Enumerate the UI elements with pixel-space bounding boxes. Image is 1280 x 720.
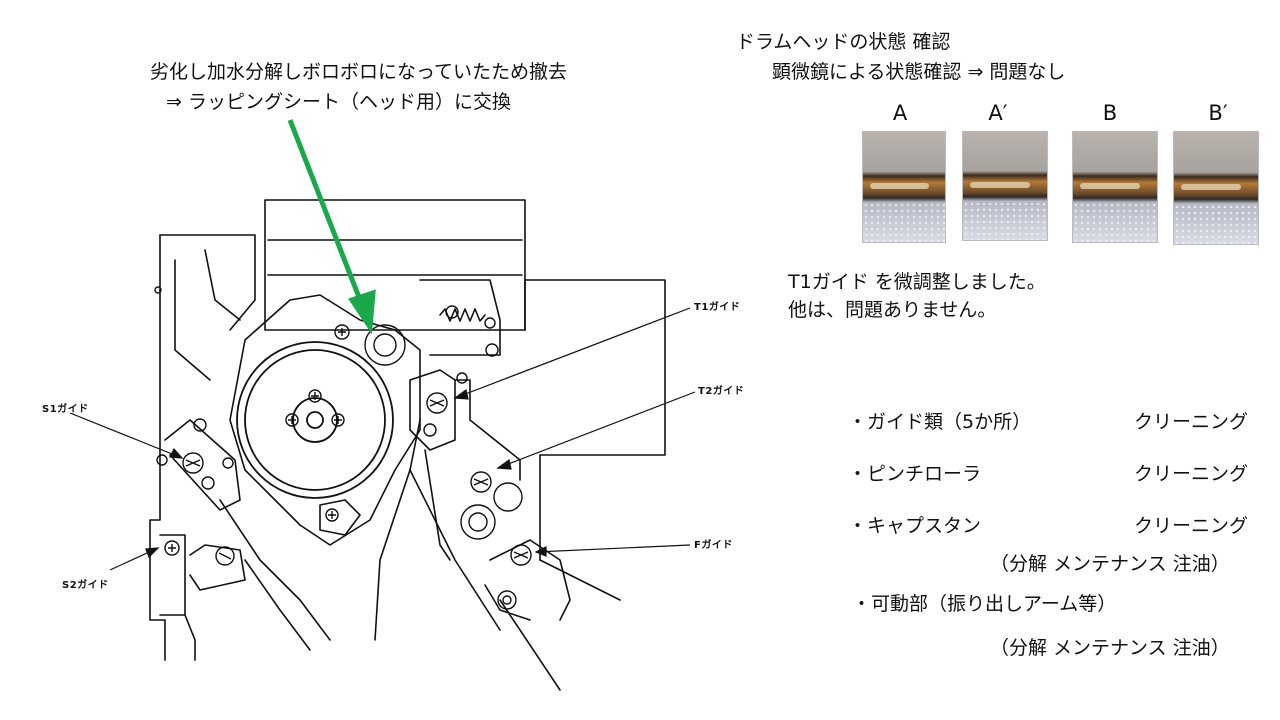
maint-item-capstan: ・キャプスタン bbox=[848, 515, 982, 537]
maint-item-pinch-roller: ・ピンチローラ bbox=[848, 463, 982, 485]
label-s2-guide: S2ガイド bbox=[62, 580, 109, 591]
maint-action-guides: クリーニング bbox=[1134, 411, 1249, 433]
microscope-photo-a-prime bbox=[962, 131, 1048, 241]
maint-action-capstan: クリーニング bbox=[1134, 515, 1249, 537]
photo-label-b: B bbox=[1102, 101, 1118, 125]
drum-inspection-result: 顕微鏡による状態確認 ⇒ 問題なし bbox=[772, 61, 1066, 83]
removal-note-line1: 劣化し加水分解しボロボロになっていたため撤去 bbox=[150, 61, 568, 83]
label-s1-guide: S1ガイド bbox=[42, 404, 89, 415]
photo-label-a: A bbox=[892, 101, 908, 125]
top-plate bbox=[264, 199, 526, 331]
removal-note-line2: ⇒ ラッピングシート（ヘッド用）に交換 bbox=[166, 91, 511, 113]
microscope-photo-a bbox=[862, 131, 946, 243]
label-t1-guide: T1ガイド bbox=[694, 302, 741, 313]
maint-item-moving-parts: ・可動部（振り出しアーム等） bbox=[852, 593, 1117, 615]
roller-top bbox=[364, 324, 406, 366]
right-block bbox=[524, 279, 666, 561]
chassis-left bbox=[149, 234, 166, 661]
maint-item-guides: ・ガイド類（5か所） bbox=[848, 411, 1032, 433]
label-t2-guide: T2ガイド bbox=[698, 386, 745, 397]
label-f-guide: Fガイド bbox=[694, 540, 733, 551]
photo-label-b-prime: B′ bbox=[1208, 101, 1228, 125]
head-plate bbox=[229, 294, 421, 546]
pinch-roller bbox=[460, 504, 496, 540]
maint-note-moving-parts: （分解 メンテナンス 注油） bbox=[990, 637, 1230, 659]
adjust-note-line1: T1ガイド を微調整しました。 bbox=[788, 271, 1046, 293]
microscope-photo-b bbox=[1072, 131, 1158, 243]
drum-outer bbox=[236, 341, 394, 499]
microscope-photo-b-prime bbox=[1173, 131, 1259, 245]
drum-inspection-title: ドラムヘッドの状態 確認 bbox=[736, 31, 951, 53]
maint-action-pinch-roller: クリーニング bbox=[1134, 463, 1249, 485]
adjust-note-line2: 他は、問題ありません。 bbox=[788, 299, 997, 321]
replacement-arrow bbox=[287, 119, 365, 306]
photo-label-a-prime: A′ bbox=[988, 101, 1008, 125]
maint-note-capstan: （分解 メンテナンス 注油） bbox=[990, 553, 1230, 575]
